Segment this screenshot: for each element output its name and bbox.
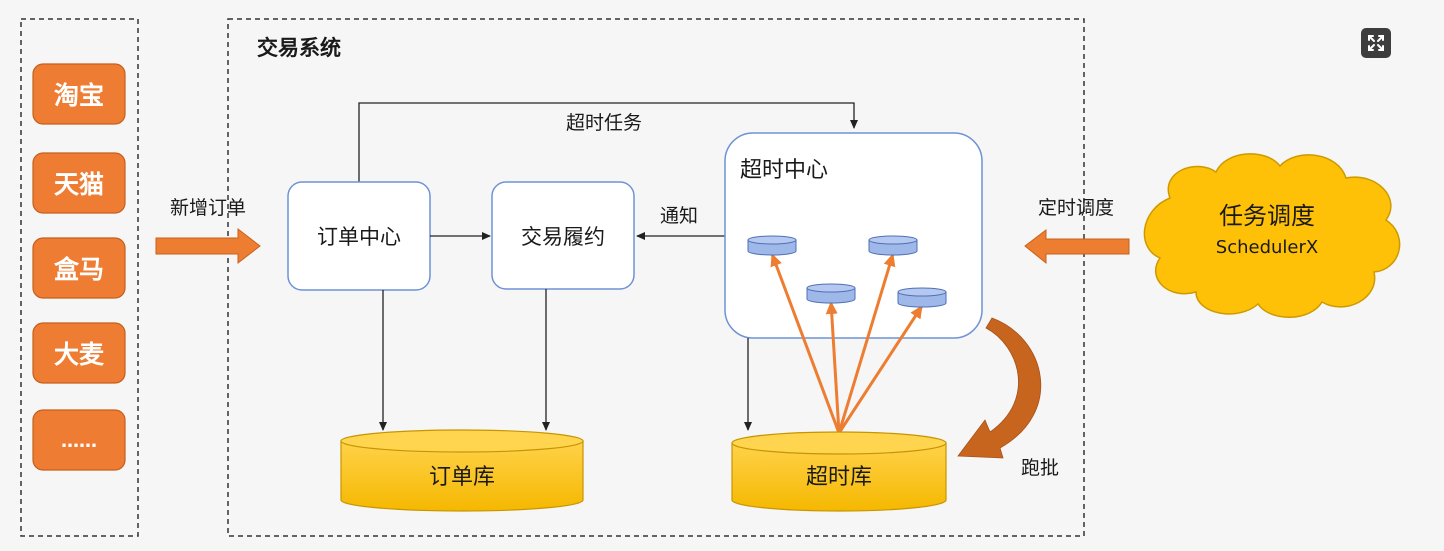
order-db-label: 订单库	[429, 465, 495, 490]
mini-db-icon	[747, 235, 797, 256]
mini-db-icon	[897, 287, 947, 308]
mini-db-icon	[806, 283, 856, 304]
order-center-box: 订单中心	[287, 181, 431, 291]
fulfillment-label: 交易履约	[521, 225, 605, 249]
order-db-cylinder: 订单库	[340, 429, 584, 512]
timeout-db-label: 超时库	[806, 465, 872, 490]
channel-label: 大麦	[54, 340, 105, 369]
channel-item-more: ……	[32, 409, 126, 471]
channels-container	[20, 18, 139, 537]
fulfillment-box: 交易履约	[491, 181, 635, 290]
channel-label: 天猫	[54, 170, 104, 199]
scheduler-subtitle: SchedulerX	[1216, 237, 1318, 258]
scheduler-title: 任务调度	[1219, 202, 1315, 230]
timeout-task-label: 超时任务	[566, 112, 642, 134]
schedule-label: 定时调度	[1038, 197, 1114, 219]
order-center-label: 订单中心	[317, 225, 401, 249]
new-order-arrow	[155, 227, 261, 265]
channel-label: 盒马	[53, 255, 104, 284]
timeout-db-cylinder: 超时库	[731, 431, 947, 512]
channel-item-hema: 盒马	[32, 237, 126, 299]
mini-db-icon	[868, 235, 918, 256]
timeout-center-box: 超时中心	[724, 132, 983, 339]
trade-system-container	[227, 18, 1085, 537]
batch-curved-arrow	[957, 317, 1042, 459]
channel-label: ……	[61, 431, 97, 452]
batch-label: 跑批	[1021, 457, 1059, 479]
channel-item-taobao: 淘宝	[32, 63, 126, 125]
channel-item-damai: 大麦	[32, 322, 126, 384]
expand-icon	[1368, 35, 1384, 51]
new-order-label: 新增订单	[170, 197, 246, 219]
timeout-center-label: 超时中心	[740, 158, 828, 183]
notify-label: 通知	[660, 205, 698, 227]
channel-item-tmall: 天猫	[32, 152, 126, 214]
schedule-arrow	[1024, 228, 1130, 265]
trade-system-title: 交易系统	[257, 36, 341, 60]
timeout-task-connector	[358, 102, 858, 182]
channel-label: 淘宝	[54, 81, 104, 110]
scheduler-cloud: 任务调度 SchedulerX	[1143, 153, 1401, 318]
expand-button[interactable]	[1361, 28, 1391, 58]
fan-arrows	[770, 253, 924, 434]
